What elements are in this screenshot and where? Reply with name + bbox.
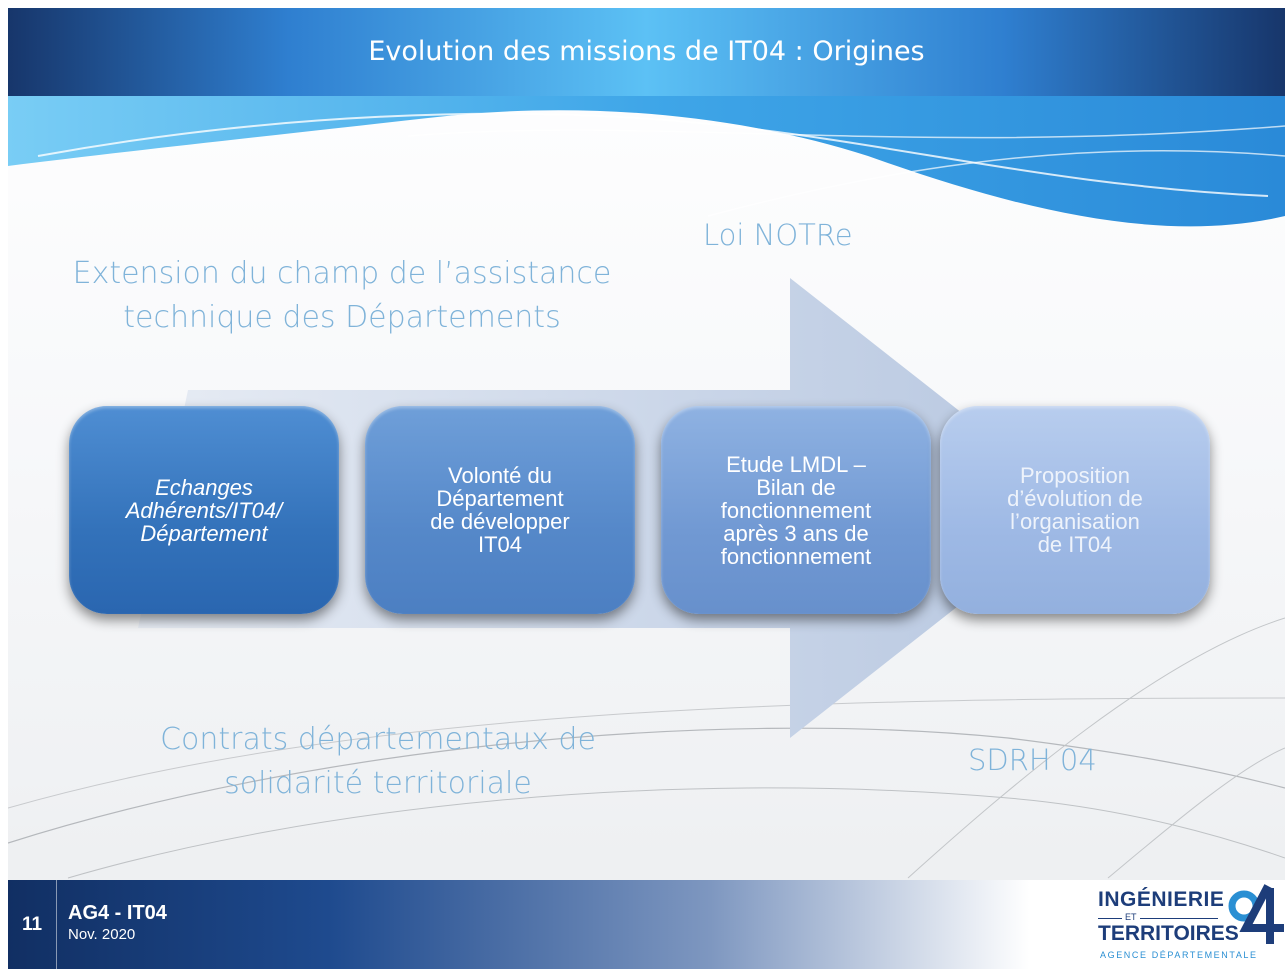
logo-divider [1140, 918, 1218, 919]
logo-text-et: ET [1125, 912, 1137, 922]
slide: Evolution des missions de IT04 : Origine… [8, 8, 1285, 969]
slide-footer: 11 AG4 - IT04 Nov. 2020 INGÉNIERIE ET TE… [8, 880, 1285, 969]
agency-logo: INGÉNIERIE ET TERRITOIRES AGENCE DÉPARTE… [1088, 884, 1284, 966]
decorative-lines [8, 617, 1285, 879]
process-step-4: Proposition d’évolution de l’organisatio… [940, 406, 1210, 614]
process-step-label: Volonté du Département de développer IT0… [430, 463, 570, 557]
page-number: 11 [8, 880, 57, 969]
caption-loi-notre: Loi NOTRe [703, 218, 853, 252]
slide-title: Evolution des missions de IT04 : Origine… [368, 36, 925, 67]
logo-text-line2: TERRITOIRES [1098, 922, 1239, 945]
process-step-3: Etude LMDL – Bilan de fonctionnement apr… [661, 406, 931, 614]
slide-header: Evolution des missions de IT04 : Origine… [8, 8, 1285, 96]
process-step-2: Volonté du Département de développer IT0… [365, 406, 635, 614]
process-step-label: Etude LMDL – Bilan de fonctionnement apr… [720, 451, 872, 569]
process-step-1: Echanges Adhérents/IT04/ Département [69, 406, 339, 614]
logo-text-line3: AGENCE DÉPARTEMENTALE [1100, 950, 1258, 960]
logo-divider [1098, 918, 1122, 919]
caption-sdrh: SDRH 04 [968, 743, 1097, 777]
process-step-label: Proposition d’évolution de l’organisatio… [1007, 463, 1143, 557]
process-step-label: Echanges Adhérents/IT04/ Département [125, 474, 283, 546]
logo-04-icon [1228, 884, 1284, 944]
footer-date: Nov. 2020 [68, 926, 136, 943]
caption-extension: Extension du champ de l’assistance techn… [72, 256, 612, 335]
decorative-wave [8, 96, 1285, 227]
caption-contrats: Contrats départementaux de solidarité te… [160, 722, 596, 801]
footer-title: AG4 - IT04 [68, 902, 167, 924]
logo-text-line1: INGÉNIERIE [1098, 888, 1225, 911]
